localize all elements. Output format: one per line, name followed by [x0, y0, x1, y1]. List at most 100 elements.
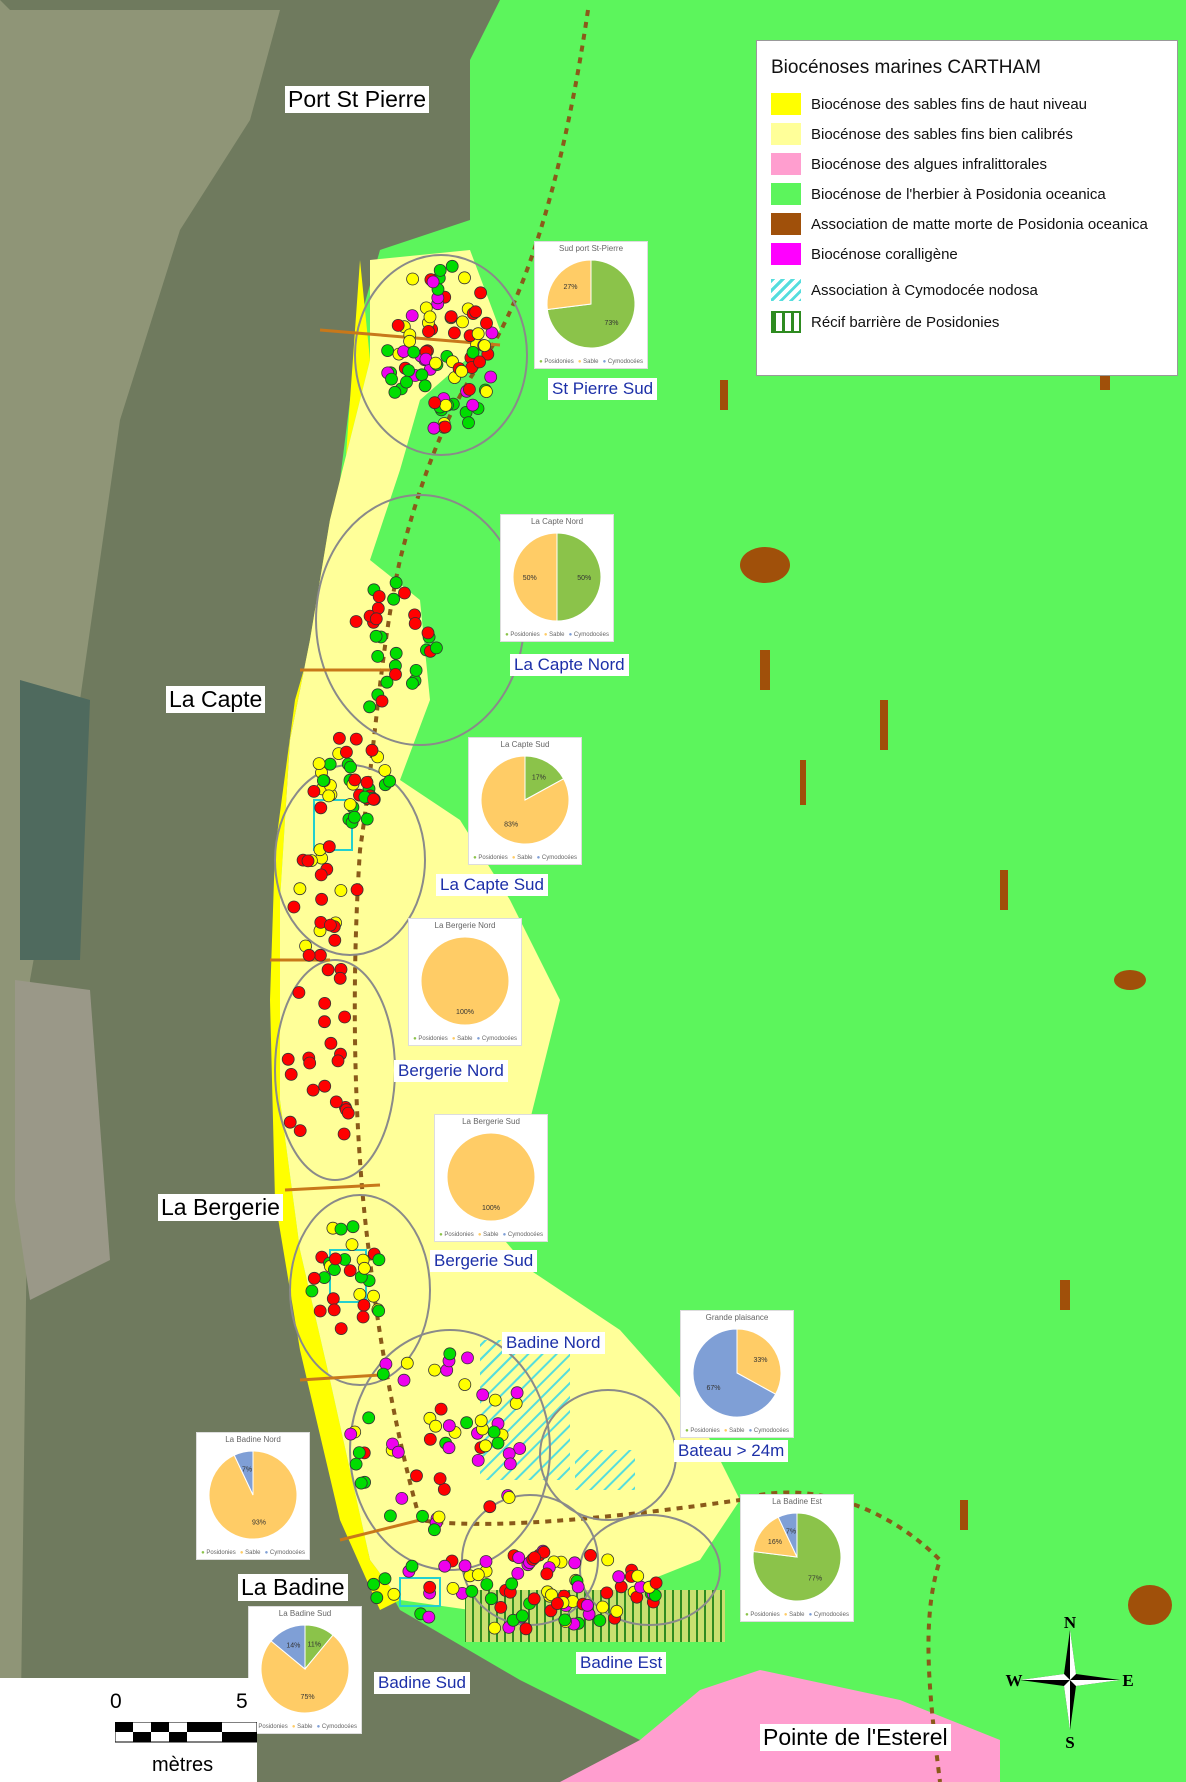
observation-point-cymodocees[interactable]	[466, 398, 480, 412]
observation-point-algues[interactable]	[408, 617, 422, 630]
observation-point-algues[interactable]	[328, 933, 342, 947]
observation-point-sable[interactable]	[429, 356, 443, 370]
observation-point-algues[interactable]	[292, 986, 306, 999]
observation-point-sable[interactable]	[387, 1587, 401, 1601]
observation-point-sable[interactable]	[403, 334, 417, 348]
observation-point-algues[interactable]	[293, 1124, 307, 1137]
observation-point-cymodocees[interactable]	[438, 1559, 452, 1573]
observation-point-algues[interactable]	[372, 590, 386, 603]
observation-point-algues[interactable]	[389, 668, 402, 681]
observation-point-algues[interactable]	[349, 732, 363, 746]
observation-point-posidonies[interactable]	[465, 1584, 479, 1598]
observation-point-posidonies[interactable]	[372, 1253, 386, 1267]
observation-point-posidonies[interactable]	[433, 263, 447, 277]
observation-point-sable[interactable]	[610, 1604, 624, 1618]
observation-point-algues[interactable]	[410, 1469, 423, 1483]
observation-point-posidonies[interactable]	[466, 345, 480, 359]
observation-point-sable[interactable]	[367, 1289, 380, 1303]
observation-point-algues[interactable]	[474, 286, 488, 300]
observation-point-sable[interactable]	[357, 1261, 371, 1275]
observation-point-algues[interactable]	[540, 1567, 554, 1581]
observation-point-posidonies[interactable]	[491, 1436, 505, 1450]
observation-point-sable[interactable]	[322, 789, 336, 803]
observation-point-posidonies[interactable]	[445, 259, 459, 273]
observation-point-posidonies[interactable]	[316, 774, 330, 787]
observation-point-posidonies[interactable]	[344, 760, 357, 774]
observation-point-posidonies[interactable]	[334, 1222, 348, 1236]
observation-point-sable[interactable]	[545, 1588, 558, 1602]
observation-point-algues[interactable]	[321, 963, 335, 977]
observation-point-posidonies[interactable]	[389, 576, 403, 590]
observation-point-sable[interactable]	[631, 1569, 645, 1583]
observation-point-posidonies[interactable]	[487, 1425, 501, 1439]
observation-point-algues[interactable]	[423, 1580, 437, 1594]
observation-point-algues[interactable]	[343, 1264, 357, 1277]
observation-point-posidonies[interactable]	[362, 1411, 376, 1425]
observation-point-algues[interactable]	[307, 785, 321, 798]
observation-point-sable[interactable]	[353, 1288, 367, 1301]
observation-point-posidonies[interactable]	[427, 1523, 441, 1537]
observation-point-sable[interactable]	[406, 272, 420, 286]
observation-point-sable[interactable]	[429, 1419, 443, 1433]
observation-point-algues[interactable]	[329, 1252, 342, 1266]
observation-point-cymodocees[interactable]	[484, 370, 498, 384]
observation-point-posidonies[interactable]	[383, 1509, 397, 1523]
observation-point-algues[interactable]	[473, 355, 487, 369]
observation-point-cymodocees[interactable]	[461, 1351, 474, 1365]
observation-point-algues[interactable]	[301, 854, 315, 868]
observation-point-cymodocees[interactable]	[612, 1570, 626, 1584]
observation-point-cymodocees[interactable]	[442, 1441, 456, 1455]
observation-point-sable[interactable]	[509, 1397, 523, 1410]
observation-point-cymodocees[interactable]	[476, 1388, 490, 1402]
observation-point-posidonies[interactable]	[349, 1457, 363, 1471]
observation-point-algues[interactable]	[318, 1015, 331, 1029]
observation-point-algues[interactable]	[303, 1056, 317, 1070]
observation-point-posidonies[interactable]	[387, 592, 401, 606]
observation-point-algues[interactable]	[365, 743, 379, 757]
observation-point-posidonies[interactable]	[460, 1416, 474, 1430]
observation-point-algues[interactable]	[433, 1472, 447, 1485]
observation-point-posidonies[interactable]	[360, 812, 374, 826]
observation-point-algues[interactable]	[323, 918, 337, 932]
observation-point-posidonies[interactable]	[378, 1572, 392, 1586]
observation-point-cymodocees[interactable]	[395, 1492, 409, 1505]
observation-point-algues[interactable]	[421, 626, 435, 640]
observation-point-cymodocees[interactable]	[391, 1445, 405, 1459]
observation-point-algues[interactable]	[314, 801, 328, 815]
observation-point-posidonies[interactable]	[462, 416, 475, 430]
observation-point-posidonies[interactable]	[327, 1263, 341, 1276]
observation-point-algues[interactable]	[327, 1303, 341, 1317]
observation-point-sable[interactable]	[479, 385, 493, 399]
observation-point-posidonies[interactable]	[402, 364, 416, 377]
observation-point-algues[interactable]	[313, 948, 327, 962]
observation-point-algues[interactable]	[437, 1483, 451, 1496]
observation-point-posidonies[interactable]	[369, 629, 383, 643]
observation-point-algues[interactable]	[438, 420, 452, 434]
observation-point-cymodocees[interactable]	[397, 1373, 411, 1387]
observation-point-posidonies[interactable]	[346, 1220, 360, 1234]
observation-point-algues[interactable]	[649, 1576, 663, 1590]
observation-point-posidonies[interactable]	[505, 1577, 519, 1591]
observation-point-cymodocees[interactable]	[513, 1442, 527, 1455]
observation-point-posidonies[interactable]	[400, 375, 413, 389]
observation-point-algues[interactable]	[329, 1095, 343, 1109]
observation-point-algues[interactable]	[600, 1586, 614, 1600]
observation-point-sable[interactable]	[456, 315, 469, 329]
observation-point-algues[interactable]	[391, 318, 405, 332]
observation-point-posidonies[interactable]	[558, 1613, 572, 1627]
observation-point-algues[interactable]	[360, 776, 374, 789]
observation-point-cymodocees[interactable]	[422, 1610, 436, 1624]
observation-point-posidonies[interactable]	[372, 1304, 386, 1318]
observation-point-sable[interactable]	[471, 327, 485, 341]
observation-point-cymodocees[interactable]	[568, 1556, 582, 1570]
observation-point-posidonies[interactable]	[352, 1446, 366, 1459]
observation-point-posidonies[interactable]	[363, 700, 377, 714]
observation-point-algues[interactable]	[341, 1106, 355, 1120]
observation-point-cymodocees[interactable]	[427, 421, 441, 435]
observation-point-algues[interactable]	[398, 586, 411, 600]
observation-point-cymodocees[interactable]	[405, 309, 419, 323]
observation-point-sable[interactable]	[601, 1553, 615, 1567]
observation-point-posidonies[interactable]	[405, 1559, 419, 1573]
